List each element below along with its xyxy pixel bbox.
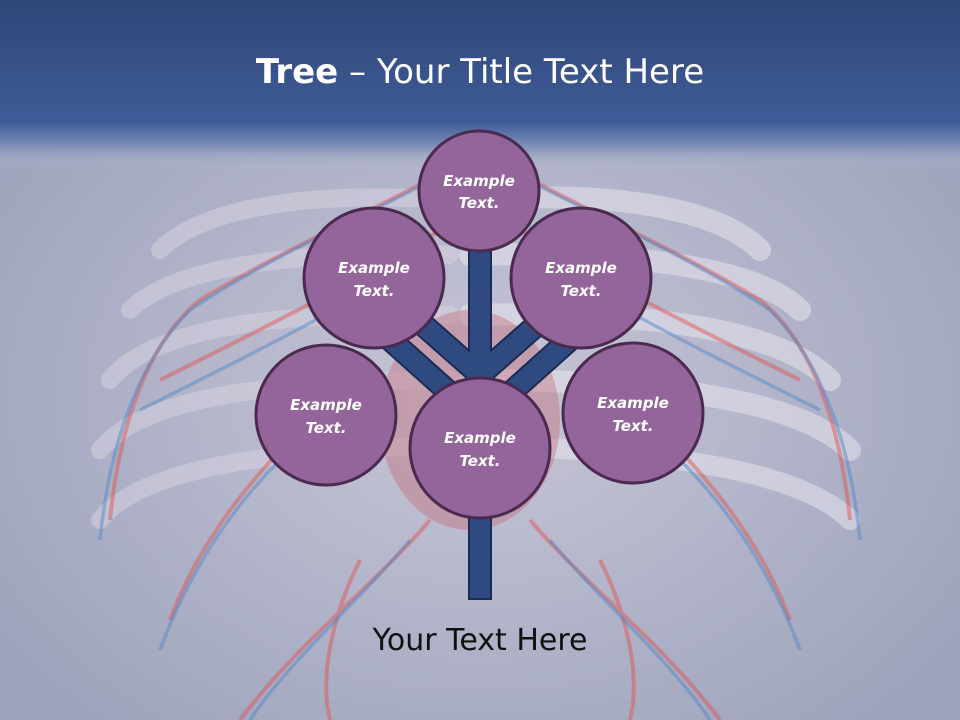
node-center[interactable]: Example Text. <box>408 376 552 520</box>
node-lower-right-line2: Text. <box>612 417 653 435</box>
node-top-line1: Example <box>443 172 515 190</box>
node-upper-right[interactable]: Example Text. <box>509 206 653 350</box>
node-center-line2: Text. <box>459 452 500 470</box>
node-center-line1: Example <box>444 429 516 447</box>
node-top-line2: Text. <box>458 194 499 212</box>
node-upper-left[interactable]: Example Text. <box>302 206 446 350</box>
title-text: Your Title Text Here <box>376 52 705 92</box>
node-lower-right-line1: Example <box>597 394 669 412</box>
title-bold: Tree <box>255 52 339 92</box>
node-upper-right-line2: Text. <box>560 282 601 300</box>
node-upper-left-line2: Text. <box>353 282 394 300</box>
node-top[interactable]: Example Text. <box>417 129 541 253</box>
node-lower-left-line2: Text. <box>305 419 346 437</box>
slide-title: Tree – Your Title Text Here <box>0 52 960 92</box>
node-upper-left-line1: Example <box>338 259 410 277</box>
title-separator: – <box>338 52 377 92</box>
node-lower-left-line1: Example <box>290 396 362 414</box>
node-lower-left[interactable]: Example Text. <box>254 343 398 487</box>
node-upper-right-line1: Example <box>545 259 617 277</box>
node-lower-right[interactable]: Example Text. <box>561 341 705 485</box>
footer-text: Your Text Here <box>372 623 588 658</box>
